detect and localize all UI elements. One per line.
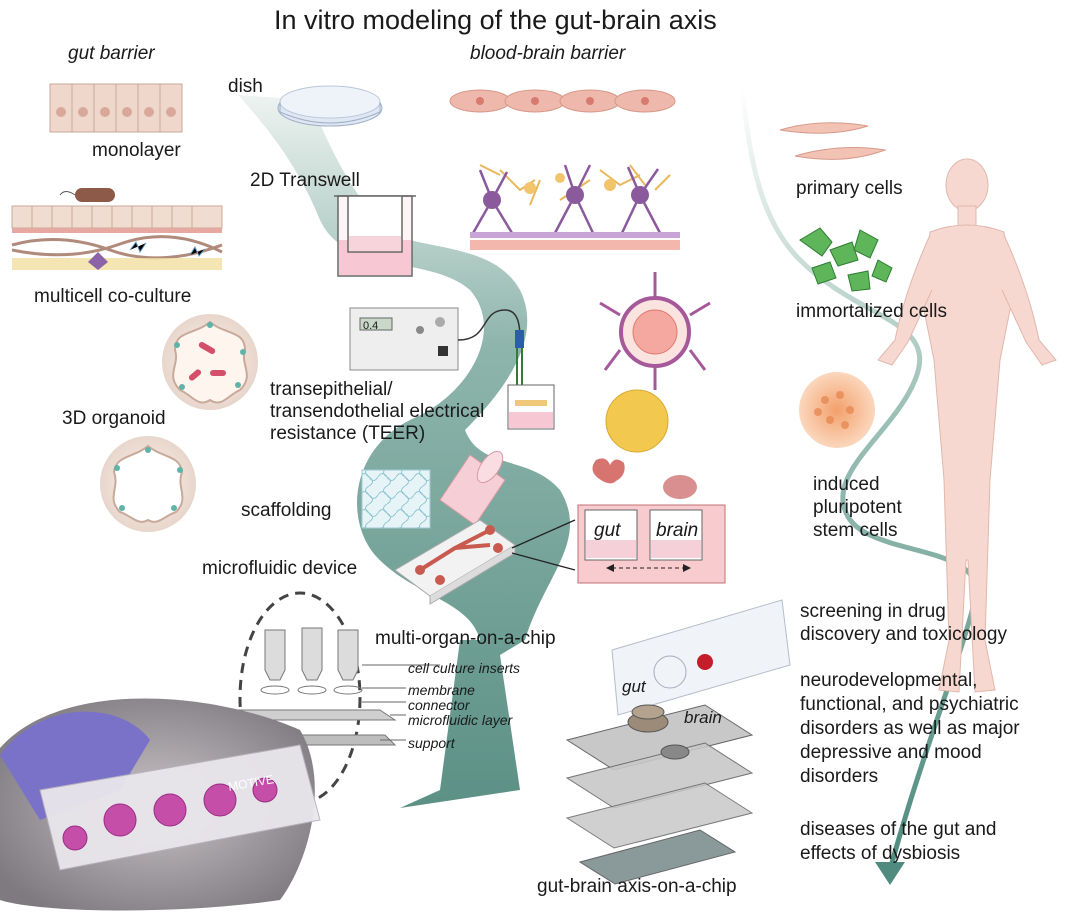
connector-lines	[511, 519, 576, 571]
gut-brain-transwell-pair-icon	[577, 458, 726, 584]
monolayer-label: monolayer	[92, 140, 181, 161]
transwell-gut-label: gut	[594, 520, 621, 541]
teer-label-line1: transepithelial/	[270, 379, 393, 400]
microfluidic-device-icon	[394, 519, 516, 605]
neuro-line4: depressive and mood	[800, 742, 982, 763]
vessel-cross-section-icon	[599, 272, 711, 390]
cell-source-flow-arrow	[739, 87, 979, 885]
gba-chip-slide-icon	[611, 599, 791, 716]
gut-barrier-heading: gut barrier	[68, 43, 155, 64]
ipsc-label-line2: pluripotent	[813, 497, 902, 518]
diagram-title: In vitro modeling of the gut-brain axis	[274, 5, 717, 35]
transwell-icon	[334, 195, 416, 277]
scaffold-icon	[361, 450, 506, 529]
teer-label-line2: transendothelial electrical	[270, 401, 485, 422]
main-flow-arrow	[238, 95, 571, 808]
monolayer-cells-icon	[49, 83, 183, 133]
multi-organ-chip-drawing	[230, 591, 440, 805]
neuro-line3: disorders as well as major	[800, 718, 1020, 739]
teer-label-line3: resistance (TEER)	[270, 423, 426, 444]
chip-part-microfluidic-layer: microfluidic layer	[408, 712, 513, 728]
immortalized-cells-label: immortalized cells	[796, 301, 947, 322]
spheroid-icon	[605, 389, 669, 453]
organoid-bottom-icon	[100, 436, 196, 532]
multicell-coculture-label: multicell co-culture	[34, 286, 192, 307]
organoid-top-icon	[162, 314, 258, 410]
immortalized-cells-icon	[799, 227, 893, 292]
primary-cells-icon	[779, 122, 887, 160]
diseases-line1: diseases of the gut and	[800, 819, 997, 840]
endothelial-cells-icon	[449, 89, 676, 113]
ipsc-label-line3: stem cells	[813, 520, 898, 541]
chip-part-inserts: cell culture inserts	[408, 660, 521, 676]
teer-meter-icon	[349, 307, 555, 430]
neurovascular-unit-icon	[470, 164, 680, 250]
chip-photo	[0, 698, 321, 911]
blood-brain-barrier-heading: blood-brain barrier	[470, 43, 626, 64]
stack-gut-label: gut	[622, 677, 646, 696]
neuro-line1: neurodevelopmental,	[800, 670, 978, 691]
neuro-line5: disorders	[800, 766, 879, 787]
transwell-brain-label: brain	[656, 520, 699, 541]
chip-part-connector: connector	[408, 697, 470, 713]
scaffolding-label: scaffolding	[241, 500, 332, 521]
petri-dish-icon	[277, 85, 383, 127]
screening-line2: discovery and toxicology	[800, 624, 1007, 645]
neuro-line2: functional, and psychiatric	[800, 694, 1019, 715]
diseases-line2: effects of dysbiosis	[800, 843, 961, 864]
stack-brain-label: brain	[684, 708, 722, 727]
ipsc-colony-icon	[799, 372, 875, 448]
dish-label: dish	[228, 76, 263, 97]
chip-part-support: support	[408, 735, 455, 751]
multi-organ-chip-label: multi-organ-on-a-chip	[375, 628, 556, 649]
gba-chip-label: gut-brain axis-on-a-chip	[537, 876, 737, 897]
multicell-coculture-icon	[11, 188, 223, 270]
gba-chip-exploded-stack-icon	[565, 704, 754, 885]
human-body-icon	[877, 158, 1057, 693]
ipsc-label-line1: induced	[813, 474, 880, 495]
organoid-label: 3D organoid	[62, 408, 166, 429]
primary-cells-label: primary cells	[796, 178, 903, 199]
screening-line1: screening in drug	[800, 601, 946, 622]
transwell-label: 2D Transwell	[250, 170, 360, 191]
teer-display-value: 0.4	[363, 320, 379, 332]
microfluidic-device-label: microfluidic device	[202, 558, 358, 579]
chip-part-membrane: membrane	[408, 682, 475, 698]
